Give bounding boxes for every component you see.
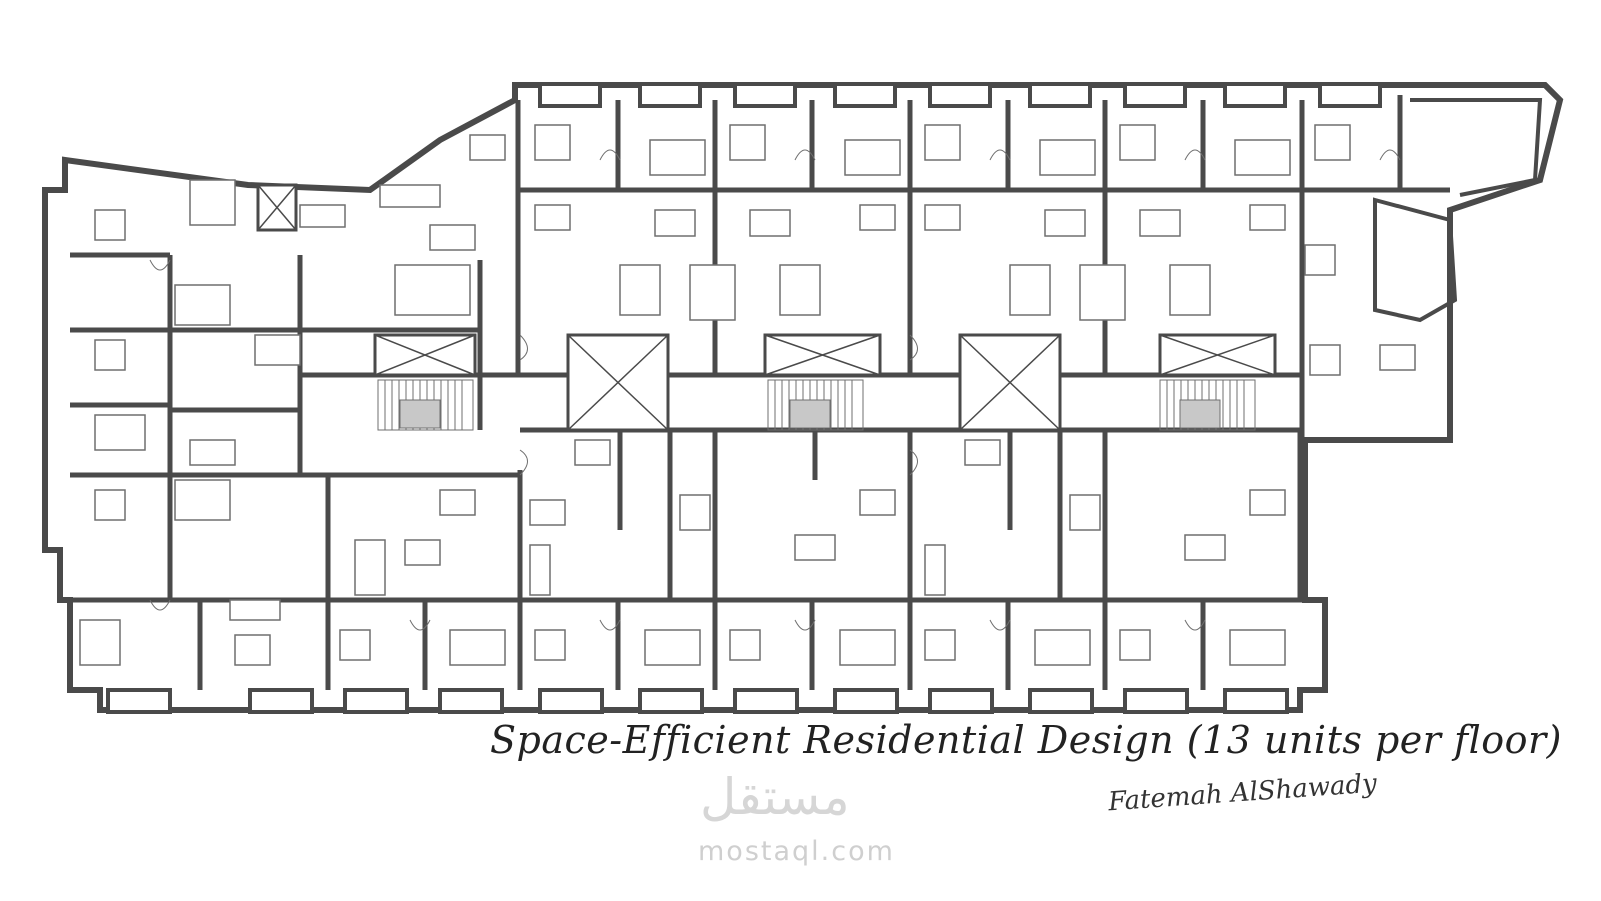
building-outline — [42, 82, 1564, 713]
window-bays-bottom — [106, 688, 1289, 714]
watermark-logo: مستقل — [700, 768, 850, 826]
cores — [256, 183, 1277, 432]
wet-areas — [174, 179, 1336, 596]
watermark-url: mostaql.com — [698, 836, 895, 867]
doors — [149, 149, 1401, 631]
stairs — [377, 379, 1256, 431]
living-furniture — [189, 134, 1416, 666]
window-bays-top — [538, 82, 1382, 108]
right-wing — [1373, 98, 1543, 323]
drawing-caption: Space-Efficient Residential Design (13 u… — [490, 718, 1562, 762]
beds — [79, 124, 1351, 666]
